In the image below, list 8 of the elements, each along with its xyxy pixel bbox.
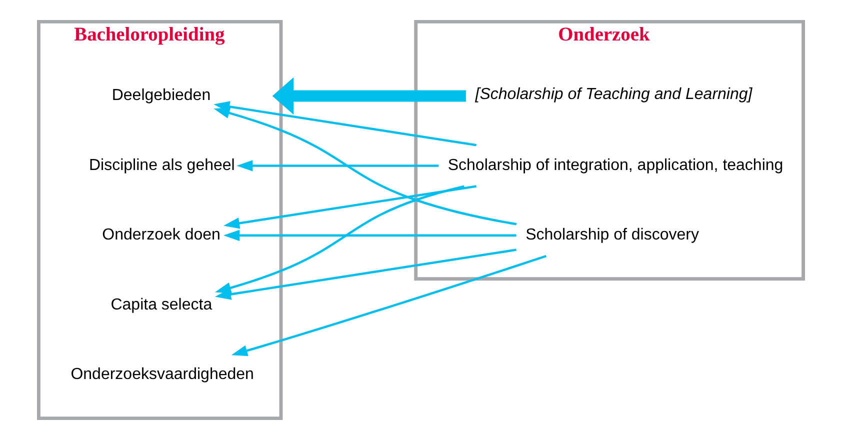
node-text: Scholarship of integration, application, teaching bbox=[447, 156, 783, 174]
node-text: Deelgebieden bbox=[111, 87, 210, 104]
node-text: Scholarship of discovery bbox=[525, 226, 698, 244]
node-text: Discipline als geheel bbox=[88, 156, 234, 174]
node-text: Onderzoek doen bbox=[102, 226, 220, 244]
node-text: Onderzoeksvaardigheden bbox=[70, 366, 254, 384]
node-text: [Scholarship of Teaching and Learning] bbox=[474, 86, 752, 104]
node-text: Capita selecta bbox=[110, 296, 212, 314]
